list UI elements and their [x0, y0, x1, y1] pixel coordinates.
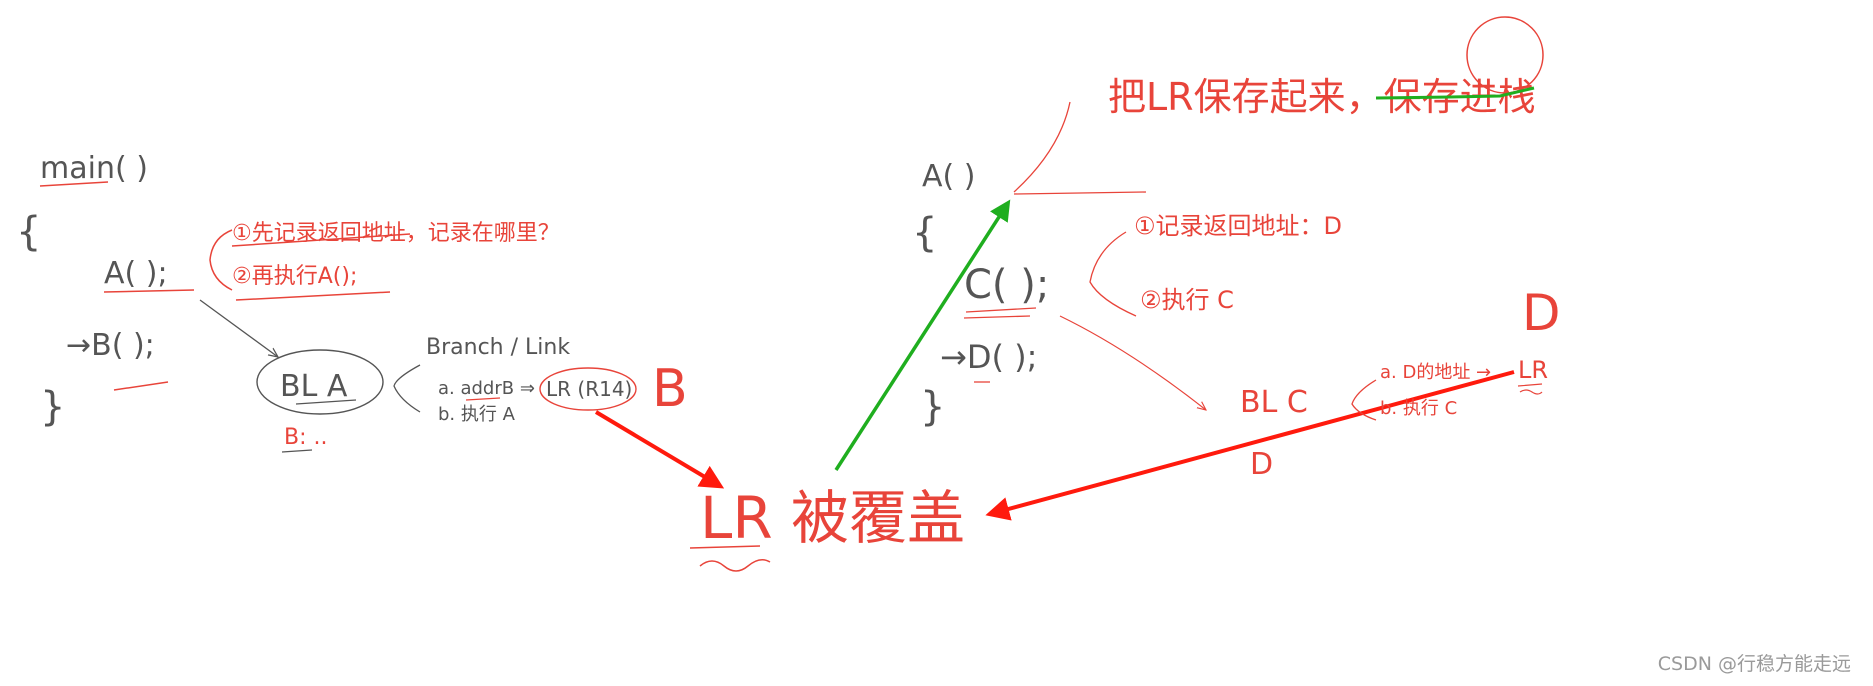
b-label-underline: [281, 449, 313, 453]
main-label: main( ): [40, 151, 148, 186]
b-call-underline: [113, 381, 169, 391]
note-connector: [1013, 101, 1071, 193]
big-d: D: [1522, 284, 1561, 342]
right-notes-brace: [1089, 231, 1137, 317]
step-b-left: b. 执行 A: [438, 404, 516, 425]
right-section: 把LR保存起来，保存进栈 A( ) { C( ); →D( ); } ①记录返回…: [912, 16, 1561, 482]
right-steps-brace: [1351, 379, 1377, 421]
left-close-brace: }: [40, 384, 65, 430]
c-to-bl-arrow: [1059, 315, 1206, 410]
left-section: main( ) { A( ); →B( ); } ①先记录返回地址，记录在哪里？…: [16, 151, 688, 453]
step-a-left: a. addrB ⇒: [438, 378, 535, 399]
right-step-a: a. D的地址 →: [1380, 362, 1491, 383]
d-call: →D( );: [940, 338, 1037, 376]
right-lr: LR: [1518, 356, 1548, 384]
lr-overwritten-label: LR 被覆盖: [700, 484, 965, 552]
green-arrow: [834, 199, 1011, 471]
lr-r14-label: LR (R14): [546, 377, 632, 401]
b-label: B: ..: [284, 425, 327, 450]
bl-a-underline: [295, 399, 357, 405]
lr-r14-ellipse: [539, 367, 637, 411]
left-note-2: ②再执行A();: [232, 264, 357, 289]
a-call: A( );: [104, 256, 168, 291]
a-to-bl-arrow: [199, 299, 278, 357]
d-under-bl: D: [1250, 447, 1273, 482]
left-note-1-underline: [231, 233, 411, 247]
c-call-underline-1: [965, 307, 1037, 313]
left-note-2-underline: [235, 291, 391, 301]
right-open-brace: {: [912, 210, 937, 256]
bl-c-label: BL C: [1240, 385, 1308, 420]
a-call-underline: [103, 289, 195, 293]
lr-overwritten-scribble: [689, 545, 771, 572]
main-underline: [39, 181, 109, 187]
branch-brace: [393, 364, 421, 413]
addrb-underline: [465, 397, 501, 401]
a-def-line: [1013, 191, 1147, 195]
notes-brace: [209, 229, 233, 291]
right-note-1: ①记录返回地址：D: [1134, 212, 1342, 240]
csdn-watermark: CSDN @行稳方能走远: [1657, 653, 1851, 675]
c-call: C( );: [964, 262, 1049, 308]
red-arrow-left: [594, 410, 725, 489]
b-call: →B( );: [66, 328, 155, 363]
stack-circle: [1466, 16, 1544, 94]
center-section: LR 被覆盖: [594, 199, 1515, 572]
save-green-underline: [1375, 86, 1535, 100]
bl-a-ellipse: [256, 349, 384, 415]
branch-link-label: Branch / Link: [426, 335, 570, 360]
bl-a-label: BL A: [280, 369, 348, 404]
c-call-underline-2: [963, 315, 1031, 319]
red-arrow-right: [985, 370, 1515, 521]
right-step-b: b. 执行 C: [1380, 398, 1457, 419]
right-lr-underline: [1517, 383, 1543, 395]
big-b: B: [652, 359, 688, 419]
right-close-brace: }: [920, 384, 945, 430]
a-def: A( ): [922, 159, 975, 194]
right-note-2: ②执行 C: [1140, 286, 1234, 314]
left-open-brace: {: [16, 209, 41, 255]
